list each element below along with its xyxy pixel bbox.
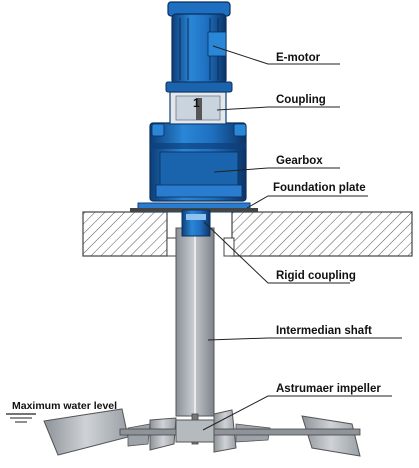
intermediate-shaft xyxy=(175,227,215,445)
label-impeller: Astrumaer impeller xyxy=(276,383,381,395)
leader-rigid-coupling xyxy=(203,221,350,284)
label-gearbox: Gearbox xyxy=(276,155,323,167)
leader-foundation-plate xyxy=(246,195,368,209)
leader-gearbox xyxy=(213,167,340,173)
leader-coupling xyxy=(216,106,340,111)
leader-e-motor xyxy=(212,45,340,65)
label-coupling: Coupling xyxy=(276,94,326,106)
impeller xyxy=(43,408,361,457)
label-water-level: Maximum water level xyxy=(12,400,118,412)
rigid-coupling xyxy=(181,209,211,237)
label-e-motor: E-motor xyxy=(276,52,321,64)
label-intermediate-shaft: Intermedian shaft xyxy=(276,325,372,337)
leader-lines xyxy=(202,45,402,431)
gearbox xyxy=(149,122,247,202)
leader-intermediate-shaft xyxy=(207,337,402,341)
foundation-slab xyxy=(82,211,413,257)
water-level-marker xyxy=(6,413,36,423)
label-foundation-plate: Foundation plate xyxy=(273,182,366,194)
label-rigid-coupling: Rigid coupling xyxy=(276,270,356,282)
coupling-number-mark: 1 xyxy=(193,96,200,110)
leader-impeller xyxy=(202,395,392,431)
e-motor xyxy=(165,1,233,93)
